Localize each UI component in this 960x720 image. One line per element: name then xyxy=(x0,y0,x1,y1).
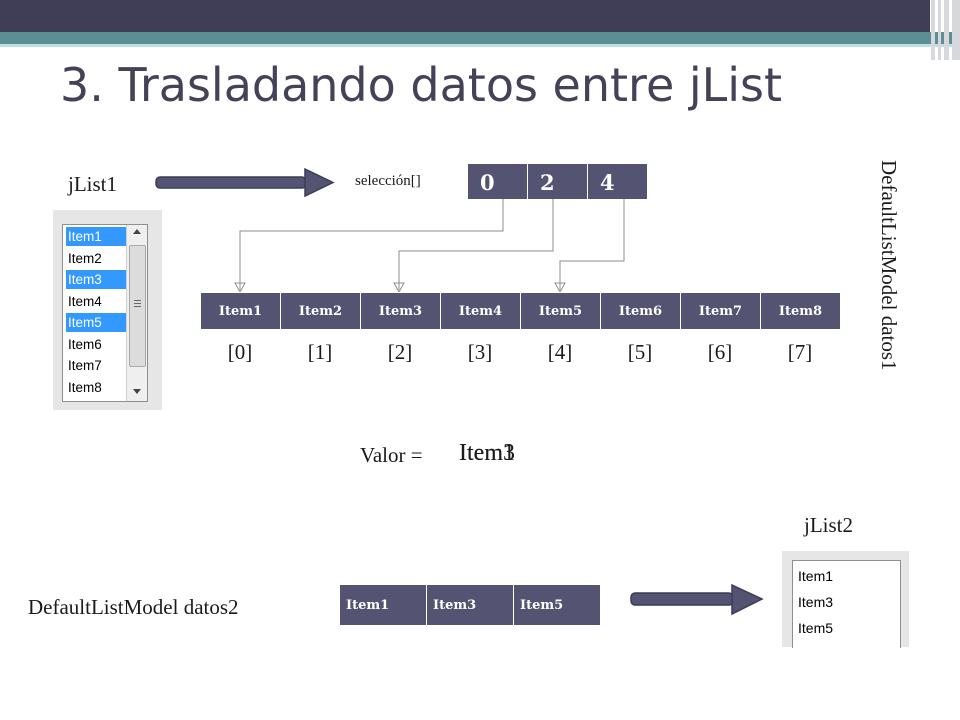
seleccion-label: selección[] xyxy=(355,173,421,189)
grip-icon xyxy=(134,300,141,301)
valor-label: Valor = xyxy=(360,443,423,467)
datos1-cell: Item8 xyxy=(760,292,841,330)
jlist1-item[interactable]: Item2 xyxy=(68,250,102,266)
slide-title: 3. Trasladando datos entre jList xyxy=(60,58,783,112)
header-bar xyxy=(0,0,930,32)
jlist2-label: jList2 xyxy=(804,513,854,537)
datos1-index: [4] xyxy=(547,340,573,364)
arrow-right-icon xyxy=(630,584,764,616)
jlist1-item[interactable]: Item4 xyxy=(68,293,102,309)
header-accent-bar xyxy=(0,32,960,44)
datos1-cell: Item7 xyxy=(680,292,761,330)
datos2-cell: Item3 xyxy=(426,584,514,626)
datos1-index: [0] xyxy=(227,340,253,364)
header-accent-strip xyxy=(0,44,960,47)
header-edge-line xyxy=(938,0,941,60)
datos1-cell: Item5 xyxy=(520,292,601,330)
scroll-up-icon[interactable] xyxy=(133,229,141,234)
datos1-index: [7] xyxy=(787,340,813,364)
scrollbar[interactable] xyxy=(126,225,147,401)
datos1-cell: Item1 xyxy=(200,292,281,330)
jlist2-item[interactable]: Item1 xyxy=(798,568,834,584)
datos1-index: [6] xyxy=(707,340,733,364)
jlist1-item[interactable]: Item7 xyxy=(68,358,102,373)
seleccion-cell: 4 xyxy=(587,163,648,200)
connector-arrow xyxy=(239,199,504,290)
valor-value-back: Item1 xyxy=(459,440,515,466)
datos1-index: [3] xyxy=(467,340,493,364)
jlist1-item[interactable]: Item5 xyxy=(66,313,126,332)
header-edge-line xyxy=(944,0,949,60)
connector-arrowhead xyxy=(554,282,566,294)
jlist2-item[interactable]: Item5 xyxy=(798,620,834,636)
datos2-label: DefaultListModel datos2 xyxy=(28,595,239,619)
datos2-cell: Item1 xyxy=(339,584,427,626)
datos1-cell: Item2 xyxy=(280,292,361,330)
datos1-index: [5] xyxy=(627,340,653,364)
jlist1-item[interactable]: Item6 xyxy=(68,336,102,352)
arrow-right-icon xyxy=(155,168,335,198)
connector-arrowhead xyxy=(393,282,405,294)
jlist1-item[interactable]: Item8 xyxy=(68,379,102,395)
jlist1-label: jList1 xyxy=(68,172,118,196)
connector-arrow xyxy=(398,199,554,290)
header-edge-line xyxy=(952,0,960,60)
header-edge-line xyxy=(931,0,935,60)
connector-arrowhead xyxy=(234,282,246,294)
datos1-cell: Item6 xyxy=(600,292,681,330)
datos1-cell: Item4 xyxy=(440,292,521,330)
jlist1-item[interactable]: Item1 xyxy=(66,227,126,246)
scroll-down-icon[interactable] xyxy=(133,389,141,394)
seleccion-cell: 0 xyxy=(467,163,528,200)
datos1-label: DefaultListModel datos1 xyxy=(877,160,901,371)
datos1-index: [1] xyxy=(307,340,333,364)
datos1-cell: Item3 xyxy=(360,292,441,330)
connector-arrow xyxy=(559,199,625,290)
valor-value-front: Item3 xyxy=(459,440,515,466)
jlist1-item[interactable]: Item3 xyxy=(66,270,126,289)
datos2-cell: Item5 xyxy=(513,584,601,626)
jlist2-item[interactable]: Item3 xyxy=(798,594,834,610)
scroll-thumb[interactable] xyxy=(129,245,146,367)
datos1-index: [2] xyxy=(387,340,413,364)
